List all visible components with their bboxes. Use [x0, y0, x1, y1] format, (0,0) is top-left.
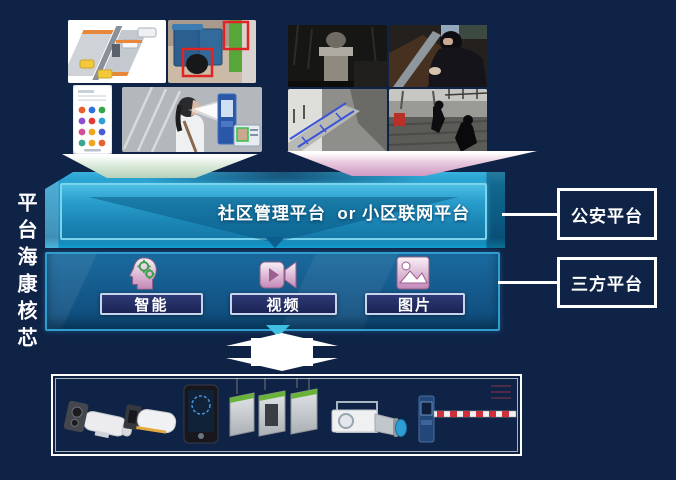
vehicle-barrier-gate: [418, 385, 517, 443]
parking-lot-illustration: [68, 20, 166, 83]
platform-title: 社区管理平台 or 小区联网平台: [217, 204, 471, 223]
bar-bottom-diamond: [265, 237, 285, 248]
connector-line-thirdparty: [498, 281, 557, 284]
trash-bin-graphic: [168, 20, 256, 83]
capability-label-picture: 图片: [365, 293, 465, 315]
trash-bin-detection-photo: [168, 20, 256, 83]
external-box-police-platform: 公安平台: [557, 188, 657, 240]
external-box-thirdparty-platform: 三方平台: [557, 257, 657, 308]
wall-climbing-cctv: [389, 89, 487, 152]
perimeter-tripwire-cctv: [288, 89, 387, 152]
face-recognition-terminal: [183, 384, 219, 444]
night-gate-graphic: [288, 25, 387, 87]
face-access-photo: [122, 87, 262, 152]
capability-label-intelligence: 智能: [100, 293, 203, 315]
tripwire-graphic: [288, 89, 387, 152]
updown-double-arrow-icon: [226, 333, 338, 371]
devices-graphic: [63, 378, 517, 444]
mobile-app-graphic: [73, 85, 112, 154]
parking-illustration-graphic: [68, 20, 166, 83]
car-breakin-graphic: [389, 25, 487, 87]
car-breakin-photo: [389, 25, 487, 87]
wall-climbing-graphic: [389, 89, 487, 152]
thermal-bullet-camera: [63, 400, 133, 439]
video-camera-icon: [259, 261, 297, 289]
platform-main-bar: [60, 183, 487, 241]
face-access-graphic: [122, 87, 262, 152]
capability-label-video: 视频: [230, 293, 337, 315]
bullet-camera: [123, 404, 177, 434]
head-gears-icon: [129, 257, 157, 290]
mobile-app-screenshot: [73, 85, 112, 154]
devices-panel: [51, 374, 522, 456]
night-gate-cctv: [288, 25, 387, 87]
box-camera: [331, 401, 407, 437]
picture-icon: [396, 256, 430, 290]
connector-line-police: [502, 213, 557, 216]
vertical-caption: 平台海康核芯: [14, 192, 36, 354]
turnstile-gates: [229, 378, 318, 437]
